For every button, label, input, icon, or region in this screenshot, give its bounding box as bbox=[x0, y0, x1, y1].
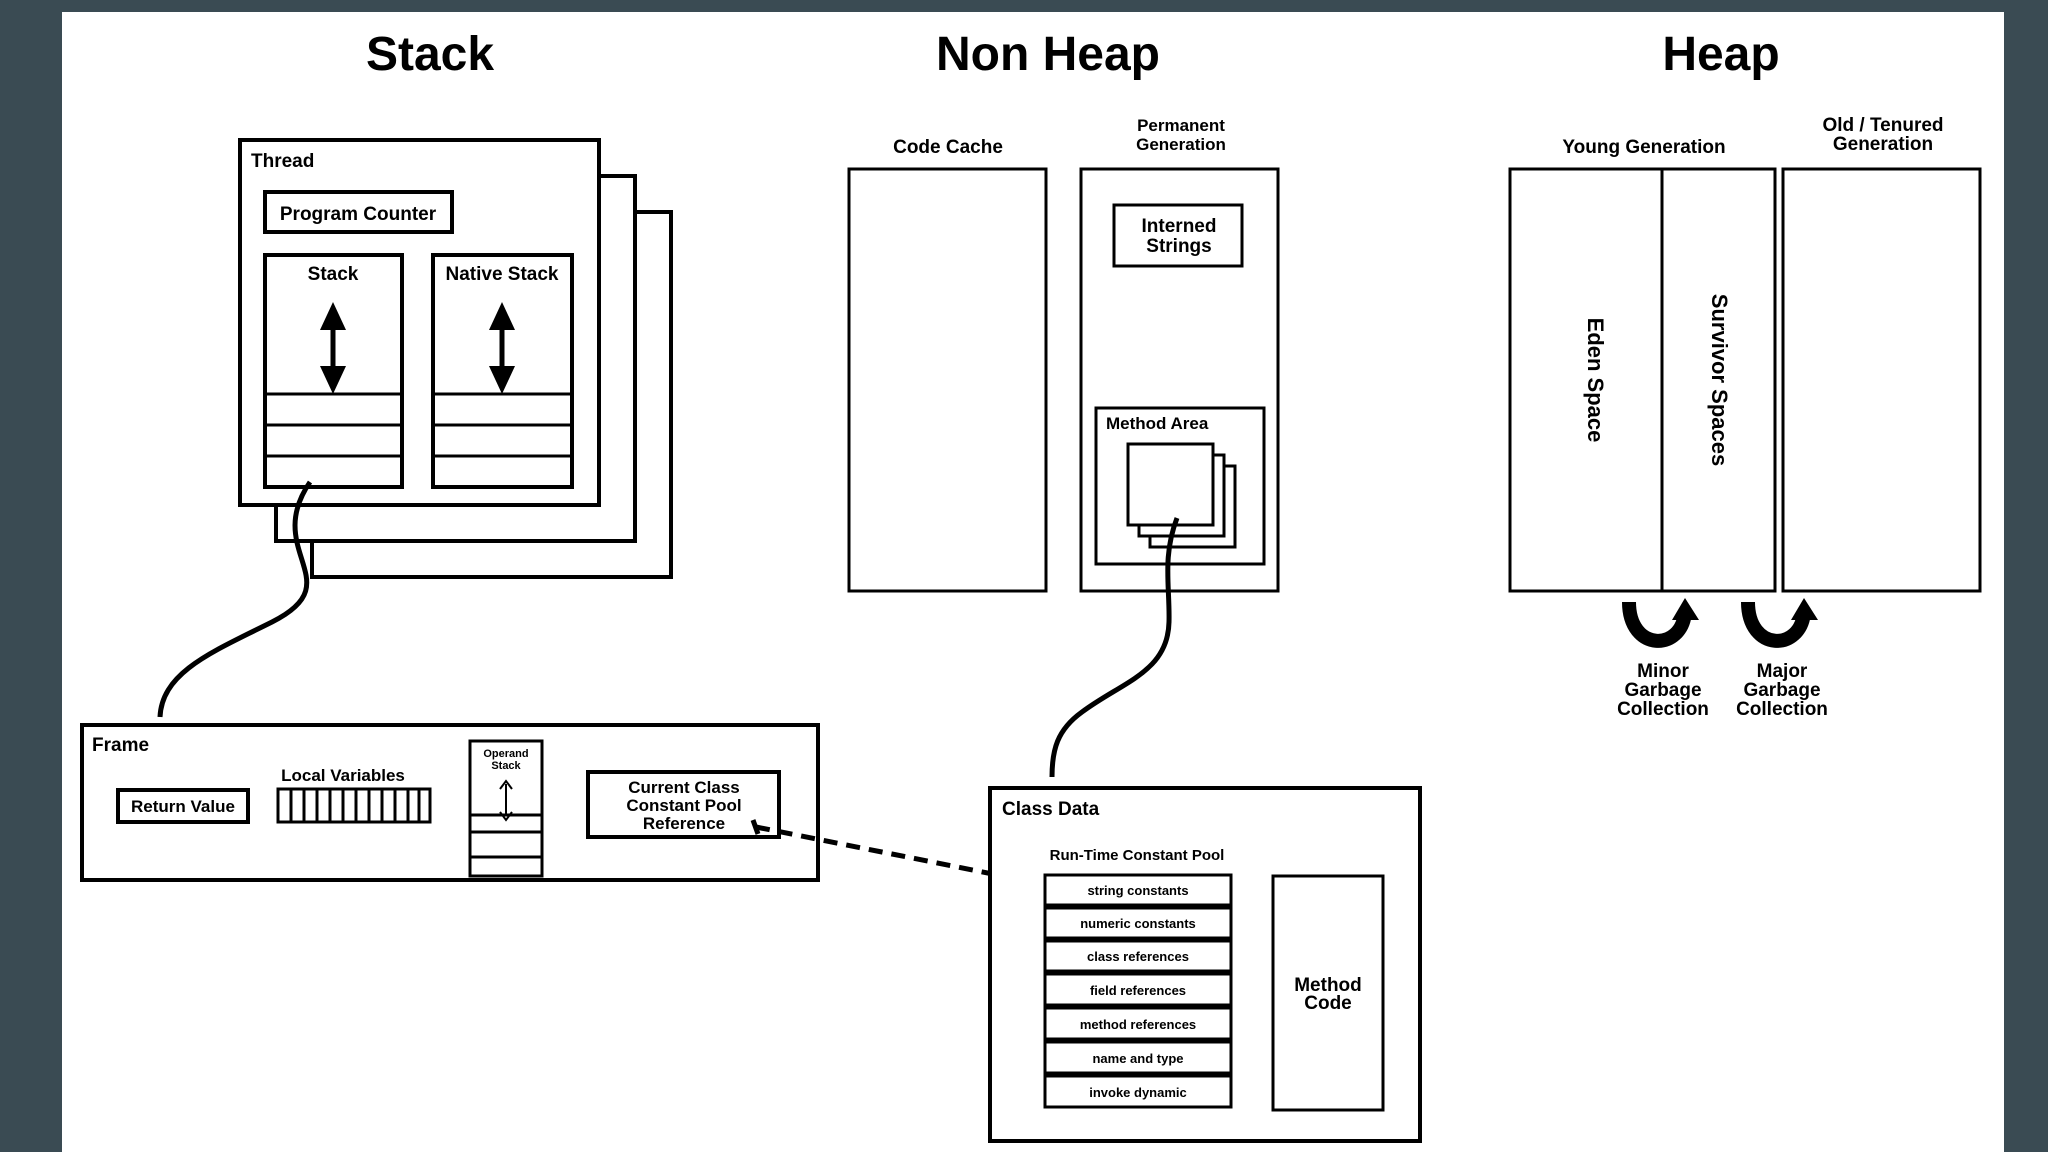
operand-stack-label-line2: Stack bbox=[491, 760, 521, 772]
pool-item-label: invoke dynamic bbox=[1089, 1085, 1187, 1100]
frame-group: Frame Return Value Local Variables Opera… bbox=[80, 723, 820, 882]
permanent-generation-label-line2: Generation bbox=[1136, 135, 1226, 154]
class-data-group: Class Data Run-Time Constant Pool string… bbox=[988, 786, 1422, 1143]
young-generation-label: Young Generation bbox=[1562, 137, 1725, 158]
minor-gc-label-line1: Minor bbox=[1637, 661, 1689, 682]
pool-item-box bbox=[1043, 1006, 1233, 1041]
runtime-constant-pool-label: Run-Time Constant Pool bbox=[1050, 847, 1225, 864]
pool-item-label: method references bbox=[1080, 1017, 1196, 1032]
method-area-to-class-data-connector bbox=[1049, 517, 1180, 778]
constant-pool-reference-line1: Current Class bbox=[628, 778, 739, 797]
operand-stack-label-line1: Operand bbox=[483, 748, 528, 760]
pool-item-label: name and type bbox=[1092, 1051, 1183, 1066]
diagram-canvas: Stack Non Heap Heap Thread Program Count… bbox=[62, 12, 2004, 1152]
constant-pool-reference-line2: Constant Pool bbox=[626, 796, 741, 815]
interned-strings-line1: Interned bbox=[1142, 216, 1217, 237]
method-area-label: Method Area bbox=[1106, 414, 1209, 433]
heading-stack: Stack bbox=[366, 28, 494, 81]
stack-to-frame-connector bbox=[157, 480, 313, 718]
old-generation-label-line1: Old / Tenured bbox=[1822, 115, 1943, 136]
class-data-title: Class Data bbox=[1002, 799, 1100, 820]
interned-strings-line2: Strings bbox=[1146, 236, 1211, 257]
code-cache-label: Code Cache bbox=[893, 137, 1003, 158]
pool-item-label: numeric constants bbox=[1080, 916, 1196, 931]
return-value-box bbox=[116, 788, 250, 824]
method-code-line1: Method bbox=[1294, 975, 1362, 996]
jvm-memory-diagram: Stack Non Heap Heap Thread Program Count… bbox=[80, 28, 1982, 1143]
pool-item-box bbox=[1043, 939, 1233, 973]
major-gc-arrow-icon bbox=[1741, 598, 1818, 648]
eden-space-label: Eden Space bbox=[1583, 318, 1608, 443]
stack-label: Stack bbox=[308, 264, 359, 285]
pool-item-box bbox=[1043, 1040, 1233, 1075]
local-variables-array bbox=[276, 787, 432, 824]
thread-group: Thread Program Counter Stack Native Stac… bbox=[238, 138, 673, 579]
heading-heap: Heap bbox=[1662, 28, 1779, 81]
code-cache-box bbox=[847, 167, 1048, 593]
return-value-label: Return Value bbox=[131, 797, 235, 816]
native-stack-label: Native Stack bbox=[445, 264, 558, 285]
pool-item-label: field references bbox=[1090, 983, 1186, 998]
heading-non-heap: Non Heap bbox=[936, 28, 1160, 81]
minor-gc-label-line2: Garbage bbox=[1624, 680, 1701, 701]
frame-title: Frame bbox=[92, 735, 149, 756]
pool-item-label: string constants bbox=[1087, 883, 1188, 898]
program-counter-box bbox=[263, 190, 454, 234]
constant-pool-reference-line3: Reference bbox=[643, 814, 725, 833]
old-generation-box bbox=[1781, 167, 1982, 593]
survivor-spaces-label: Survivor Spaces bbox=[1707, 294, 1732, 466]
native-stack-double-arrow-icon bbox=[489, 302, 515, 394]
interned-strings-box bbox=[1112, 203, 1244, 268]
permanent-generation-label-line1: Permanent bbox=[1137, 116, 1225, 135]
stack-double-arrow-icon bbox=[320, 302, 346, 394]
major-gc-label-line1: Major bbox=[1757, 661, 1808, 682]
pool-item-box bbox=[1043, 1074, 1233, 1109]
major-gc-label-line3: Collection bbox=[1736, 699, 1828, 720]
pool-item-label: class references bbox=[1087, 949, 1189, 964]
thread-title: Thread bbox=[251, 151, 314, 172]
minor-gc-label-line3: Collection bbox=[1617, 699, 1709, 720]
local-variables-label: Local Variables bbox=[281, 766, 405, 785]
method-code-box bbox=[1271, 874, 1385, 1112]
major-gc-label-line2: Garbage bbox=[1743, 680, 1820, 701]
pool-item-box bbox=[1043, 972, 1233, 1007]
pool-item-box bbox=[1043, 873, 1233, 907]
class-stack-icon bbox=[1126, 442, 1237, 549]
pool-item-box bbox=[1043, 906, 1233, 940]
young-generation-box bbox=[1508, 167, 1777, 593]
method-code-line2: Code bbox=[1304, 993, 1352, 1014]
old-generation-label-line2: Generation bbox=[1833, 134, 1933, 155]
constant-pool-reference-box bbox=[586, 770, 781, 839]
minor-gc-arrow-icon bbox=[1622, 598, 1699, 648]
program-counter-label: Program Counter bbox=[280, 204, 437, 225]
